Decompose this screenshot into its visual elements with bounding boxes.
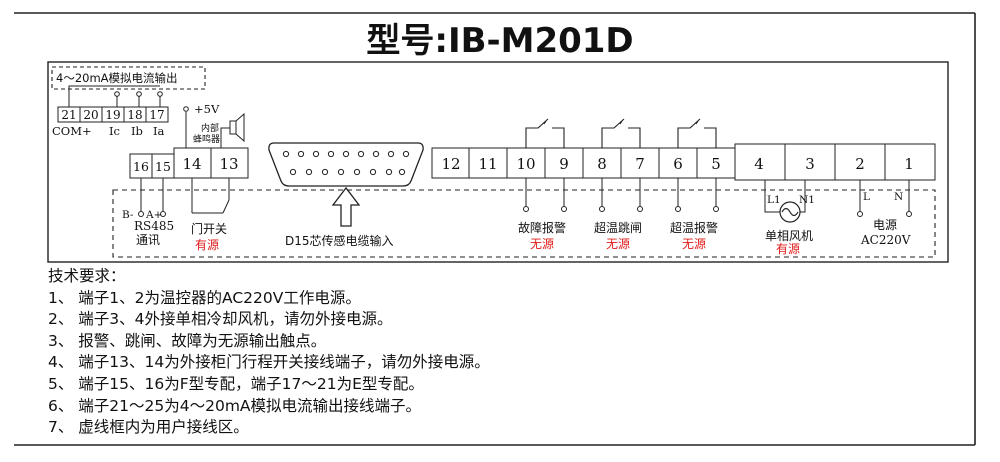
terminal-7: 7	[635, 155, 645, 173]
relay-contact-symbols	[525, 118, 717, 148]
terminal-13: 13	[219, 155, 238, 173]
rs485-pin-a: A+	[145, 209, 162, 221]
requirement-item-5: 5、 端子15、16为F型专配，端子17～21为E型专配。	[48, 374, 424, 393]
requirements-heading: 技术要求：	[48, 267, 126, 285]
requirement-item-2: 2、 端子3、4外接单相冷却风机，请勿外接电源。	[48, 310, 393, 329]
fan-label: 单相风机	[765, 229, 813, 243]
buzzer-label-1: 内部	[201, 122, 219, 134]
rs485-label: RS485	[134, 219, 174, 233]
door-switch-wiring	[191, 178, 230, 214]
label-ib: Ib	[131, 124, 143, 138]
rs485-label-2: 通讯	[136, 233, 160, 247]
label-com-plus: COM+	[52, 124, 92, 138]
buzzer-label-2: 蜂鸣器	[193, 133, 220, 145]
terminal-19: 19	[105, 108, 120, 122]
overtemp-trip-label: 超温跳闸	[594, 220, 642, 235]
power-pin-l: L	[863, 191, 870, 203]
analog-terminal-block: 21 20 19 18 17	[57, 106, 169, 123]
power-wiring	[859, 180, 910, 211]
power-voltage-label: AC220V	[860, 233, 911, 247]
door-switch-label: 门开关	[191, 221, 227, 236]
terminal-11: 11	[478, 155, 497, 173]
terminal-14: 14	[182, 155, 201, 173]
fan-note: 有源	[776, 242, 800, 256]
relay-output-test-points	[523, 206, 719, 212]
plus5v-test-point	[183, 106, 189, 112]
terminal-strip-4-1	[734, 143, 936, 181]
power-pin-n: N	[894, 191, 903, 203]
terminal-strip-12-5	[431, 147, 736, 179]
page-title: 型号:IB-M201D	[366, 21, 633, 61]
fan-icon	[779, 201, 801, 223]
requirement-item-3: 3、 报警、跳闸、故障为无源输出触点。	[48, 331, 327, 350]
analog-output-dashed-box	[51, 66, 206, 90]
terminal-9: 9	[559, 155, 569, 173]
analog-output-label: 4～20mA模拟电流输出	[56, 71, 178, 85]
overtemp-alarm-label: 超温报警	[670, 220, 718, 235]
analog-wiring	[68, 85, 161, 107]
terminal-3: 3	[805, 155, 815, 173]
requirement-item-1: 1、 端子1、2为温控器的AC220V工作电源。	[48, 288, 361, 307]
terminal-17: 17	[149, 108, 164, 122]
fault-alarm-note: 无源	[530, 237, 554, 251]
terminal-8: 8	[597, 155, 607, 173]
overtemp-alarm-note: 无源	[682, 237, 706, 251]
arrow-up-icon	[331, 186, 361, 227]
terminal-15: 15	[155, 159, 171, 174]
speaker-icon	[229, 112, 245, 143]
door-switch-note: 有源	[195, 238, 219, 252]
terminal-5: 5	[711, 155, 721, 173]
analog-test-points	[114, 91, 163, 97]
buzzer-voltage-label: +5V	[194, 102, 220, 116]
requirement-item-6: 6、 端子21～25为4～20mA模拟电流输出接线端子。	[48, 396, 422, 415]
user-wiring-zone	[112, 189, 936, 258]
power-label: 电源	[873, 218, 897, 232]
terminal-20: 20	[83, 108, 98, 122]
requirement-item-7: 7、 虚线框内为用户接线区。	[48, 418, 249, 437]
rs485-wiring	[140, 178, 164, 211]
terminal-10: 10	[516, 155, 535, 173]
terminal-1: 1	[904, 155, 914, 173]
d15-connector-icon	[268, 142, 424, 187]
terminal-2: 2	[855, 155, 865, 173]
terminal-16: 16	[133, 159, 149, 174]
label-ia: Ia	[153, 124, 165, 138]
relay-output-wires	[525, 178, 717, 206]
fan-pin-n1: N1	[799, 194, 815, 206]
fan-wiring	[764, 180, 806, 213]
rs485-pin-b: B-	[122, 209, 134, 221]
terminal-21: 21	[61, 108, 76, 122]
requirement-item-4: 4、 端子13、14为外接柜门行程开关接线端子，请勿外接电源。	[48, 353, 490, 372]
d15-sensor-label: D15芯传感电缆输入	[285, 233, 394, 248]
label-ic: Ic	[109, 124, 120, 138]
overtemp-trip-note: 无源	[606, 237, 630, 251]
terminal-4: 4	[754, 155, 764, 173]
fault-alarm-label: 故障报警	[518, 220, 566, 235]
diagram-panel	[47, 61, 949, 263]
technical-requirements: 技术要求： 1、 端子1、2为温控器的AC220V工作电源。 2、 端子3、4外…	[48, 266, 988, 439]
terminal-18: 18	[127, 108, 142, 122]
terminal-12: 12	[441, 155, 460, 173]
terminal-6: 6	[673, 155, 683, 173]
fan-pin-l1: L1	[767, 194, 781, 206]
